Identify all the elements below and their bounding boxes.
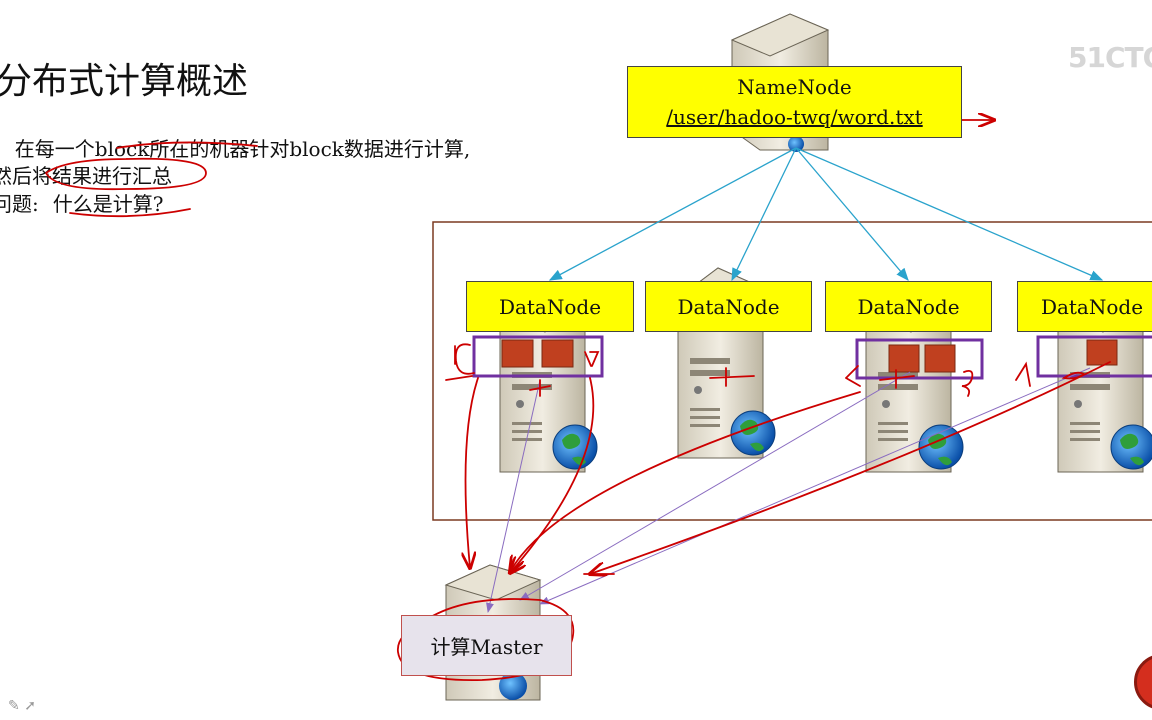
data-block — [924, 344, 956, 373]
bullet-line-3: 问题: 什么是计算? — [0, 188, 163, 217]
bullet-text: 在每一个block所在的机器针对block数据进行计算, — [14, 137, 471, 161]
datanode-label-3: DataNode — [825, 281, 992, 332]
master-arrows — [486, 367, 1091, 613]
block-group-1 — [472, 335, 604, 378]
watermark-logo: 51CTO学 — [1068, 41, 1152, 74]
bullet-text: 什么是计算? — [52, 192, 164, 216]
page-title: 分布式计算概述 — [0, 61, 249, 102]
data-block — [541, 339, 574, 368]
master-label-box: 计算Master — [401, 615, 572, 676]
namenode-arrows — [548, 147, 1104, 282]
cluster-frame — [432, 221, 1152, 521]
namenode-file-path: /user/hadoo-twq/word.txt — [666, 105, 923, 129]
bullet-text: 然后将结果进行汇总 — [0, 164, 172, 188]
pointer-icon[interactable]: ➚ — [24, 698, 36, 714]
block-group-4 — [1036, 335, 1152, 378]
data-block — [1086, 339, 1118, 366]
pen-icon[interactable]: ✎ — [8, 698, 20, 714]
bullet-line-1: -在每一个block所在的机器针对block数据进行计算, — [0, 133, 470, 162]
datanode-label-2: DataNode — [645, 281, 812, 332]
block-group-3 — [855, 338, 984, 380]
bullet-prefix: 问题: — [0, 192, 39, 216]
data-block — [501, 339, 534, 368]
namenode-label: NameNode — [737, 75, 852, 99]
namenode-label-box: NameNode /user/hadoo-twq/word.txt — [627, 66, 962, 138]
datanode-label-4: DataNode — [1017, 281, 1152, 332]
master-label: 计算Master — [430, 635, 543, 659]
slide-toolbar[interactable]: ✎ ➚ — [8, 698, 36, 714]
bullet-line-2: 然后将结果进行汇总 — [0, 160, 172, 189]
data-block — [888, 344, 920, 373]
bullet-marker: - — [0, 137, 1, 161]
datanode-label-1: DataNode — [466, 281, 634, 332]
